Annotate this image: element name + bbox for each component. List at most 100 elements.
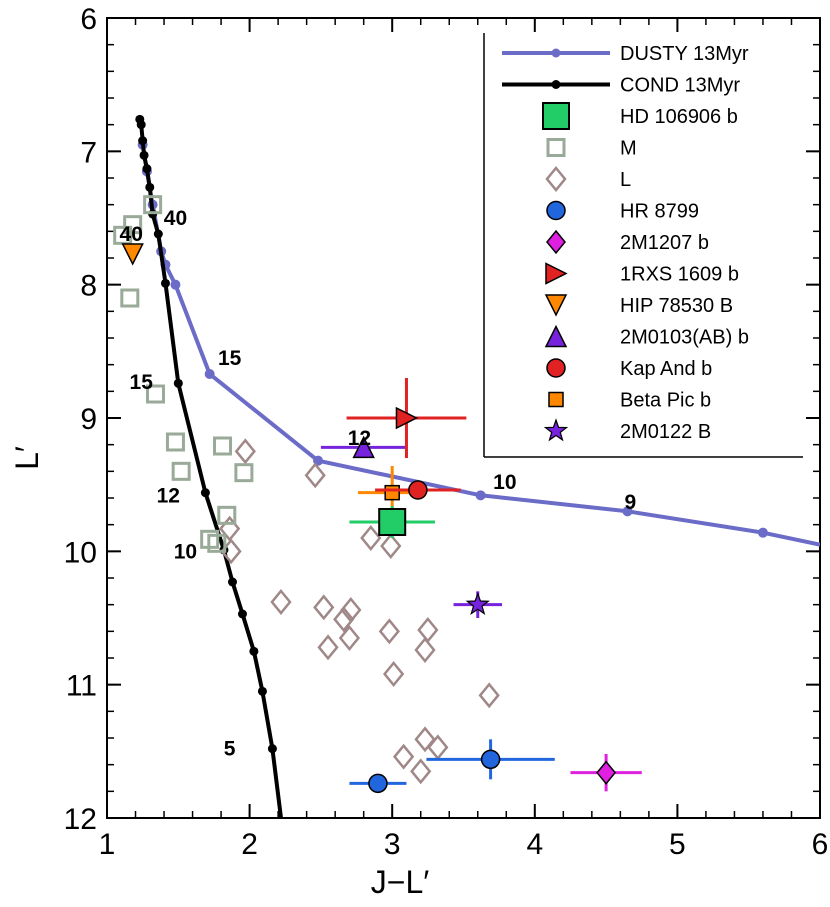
data-point-l_dwarf [417, 617, 439, 643]
series-l_dwarf [219, 438, 500, 785]
data-point-l_dwarf [478, 682, 500, 709]
data-point-cond [139, 150, 149, 160]
data-point-l_dwarf [380, 533, 402, 559]
legend-marker-m0122 [543, 418, 569, 442]
legend-entry-betapic: Beta Pic b [548, 390, 711, 412]
series-cond [135, 114, 283, 818]
legend-label-m1207: 2M1207 b [620, 232, 709, 254]
data-point-l_dwarf [219, 515, 241, 542]
legend-label-m0122: 2M0122 B [620, 421, 711, 443]
data-point-m_dwarf [217, 505, 237, 525]
legend-label-hd106906: HD 106906 b [620, 106, 738, 128]
legend-marker-betapic [548, 391, 564, 408]
data-point-l_dwarf [333, 606, 355, 633]
legend-entry-l_dwarf: L [545, 166, 631, 192]
legend-entry-dusty: DUSTY 13Myr [502, 43, 749, 65]
legend-label-hip78530: HIP 78530 B [620, 295, 733, 317]
legend-entry-m_dwarf: M [546, 138, 637, 160]
x-axis-title: J−L′ [371, 864, 429, 900]
data-point-l_dwarf [340, 597, 362, 623]
series-kapand [375, 480, 461, 500]
mass-label: 5 [224, 738, 236, 761]
data-point-l_dwarf [338, 625, 361, 651]
mass-label: 10 [174, 540, 197, 563]
data-point-l_dwarf [414, 726, 436, 753]
data-point-l_dwarf [414, 637, 436, 663]
legend-marker-rxs1609 [545, 262, 568, 285]
series-hr8799 [349, 739, 555, 794]
legend-marker-l_dwarf [545, 166, 567, 192]
y-tick-label: 11 [66, 670, 97, 703]
data-point-cond [257, 686, 267, 696]
data-point-cond [145, 182, 155, 192]
data-point-m_dwarf [165, 432, 185, 452]
data-point-m_dwarf [145, 384, 165, 404]
legend-marker-m0103 [544, 324, 568, 348]
data-point-cond [237, 609, 247, 619]
data-point-cond [138, 136, 148, 146]
data-point-l_dwarf [317, 634, 339, 661]
legend-marker-cond [551, 80, 561, 89]
data-point-l_dwarf [410, 758, 432, 785]
data-point-dusty [170, 279, 181, 290]
data-point-rxs1609 [395, 406, 419, 430]
mass-label: 15 [218, 347, 242, 370]
x-tick-label: 4 [526, 828, 543, 861]
data-point-l_dwarf [360, 525, 382, 551]
series-hd106906 [349, 506, 435, 538]
legend-entry-m0103: 2M0103(AB) b [544, 324, 749, 349]
legend-marker-kapand [546, 358, 566, 378]
y-tick-label: 6 [80, 3, 97, 36]
plot-area [113, 114, 820, 818]
data-point-m_dwarf [143, 195, 163, 215]
x-tick-label: 5 [669, 828, 686, 861]
series-m0122 [453, 591, 503, 618]
legend-entry-m0122: 2M0122 B [543, 418, 711, 443]
data-point-dusty [622, 506, 633, 517]
legend-marker-hip78530 [544, 294, 568, 317]
data-point-cond [160, 278, 170, 288]
y-tick-label: 10 [64, 536, 97, 569]
data-point-m_dwarf [120, 288, 140, 308]
legend-label-kapand: Kap And b [620, 358, 712, 380]
x-tick-label: 2 [241, 828, 258, 861]
data-point-l_dwarf [392, 743, 415, 770]
x-tick-label: 6 [812, 828, 829, 861]
x-tick-label: 3 [384, 828, 401, 861]
data-point-cond [142, 164, 152, 174]
data-point-l_dwarf [270, 589, 292, 615]
data-point-m_dwarf [171, 461, 191, 481]
data-point-m_dwarf [123, 215, 143, 235]
data-point-hr8799 [368, 773, 388, 794]
legend-entry-hr8799: HR 8799 [546, 200, 699, 223]
mass-label: 9 [624, 491, 636, 514]
legend-label-dusty: DUSTY 13Myr [620, 43, 749, 65]
legend-label-rxs1609: 1RXS 1609 b [620, 264, 739, 286]
legend-marker-hr8799 [546, 200, 566, 221]
x-tick-label: 1 [99, 828, 116, 861]
data-point-m1207 [596, 760, 617, 785]
legend-entry-m1207: 2M1207 b [546, 229, 709, 255]
legend-marker-m_dwarf [546, 138, 566, 157]
data-point-dusty [204, 369, 215, 379]
legend-entry-rxs1609: 1RXS 1609 b [545, 262, 739, 286]
data-point-m_dwarf [234, 463, 254, 483]
legend-label-m_dwarf: M [620, 138, 637, 160]
data-point-betapic [384, 484, 400, 501]
data-point-m_dwarf [213, 436, 233, 456]
series-m1207 [570, 754, 642, 792]
legend-label-betapic: Beta Pic b [620, 390, 711, 412]
data-point-dusty [757, 527, 768, 538]
data-point-cond [136, 120, 146, 130]
data-point-l_dwarf [427, 734, 449, 761]
mass-label: 12 [157, 484, 180, 507]
data-point-hip78530 [121, 243, 144, 266]
legend-marker-hd106906 [542, 102, 570, 130]
legend-entry-hd106906: HD 106906 b [542, 102, 738, 130]
legend-marker-m1207 [546, 229, 566, 255]
data-point-cond [267, 744, 277, 754]
mass-label: 10 [493, 471, 516, 494]
